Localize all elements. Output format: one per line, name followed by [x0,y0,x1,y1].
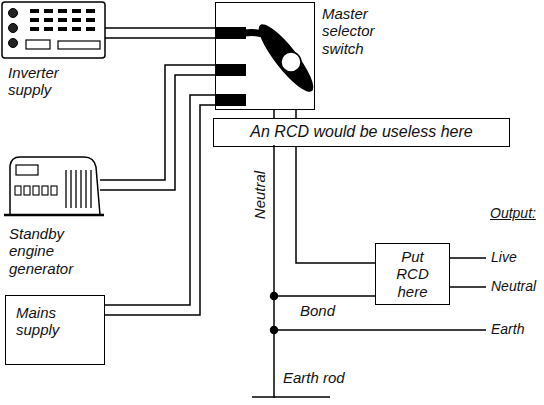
bond-wire [274,295,375,297]
node-text: Put RCD here [391,248,435,300]
switch-lever [251,18,320,98]
generator-button [51,186,57,195]
panel-mark [44,27,53,31]
panel-mark [44,9,53,13]
panel-mark [72,9,81,13]
wire [105,27,215,29]
grille-bar [65,170,66,208]
live-stub [295,110,297,118]
panel-mark [86,27,95,31]
grille-bar [90,170,91,208]
inverter-unit [2,2,105,58]
neutral-stub [273,110,275,118]
panel-mark [86,18,95,22]
wire [105,95,215,305]
grille-bar [75,170,76,208]
switch-box: Master selector switch [215,2,315,110]
inverter-node: Inverter supply [2,2,105,102]
node-text: Standby engine generator [9,225,89,277]
inverter-indicator [9,39,18,48]
panel-mark [86,9,95,13]
switch-terminal [216,64,246,76]
inverter-display [58,41,100,49]
inverter-panel-marks [26,9,95,49]
node-text: Master selector switch [322,5,397,57]
output-wiring [252,110,486,398]
supply-box: Mains supply [5,295,105,365]
panel-mark [58,27,67,31]
junction-dot [271,327,278,334]
warning-band: An RCD would be useless here [213,118,510,147]
output-label: Neutral [491,278,536,294]
generator-button [15,186,21,195]
panel-mark [30,9,39,13]
generator-base [4,214,104,217]
selector-switch-mechanism [216,18,321,106]
panel-mark [30,18,39,22]
panel-mark [26,40,50,49]
rcd-box: Put RCD here [375,243,450,305]
supply-wire [105,28,215,38]
wire [296,147,375,263]
earth-wire [274,329,486,331]
generator-button [33,186,39,195]
output-heading: Output: [490,205,536,221]
node-text: Mains supply [16,304,74,339]
output-label: Live [491,249,517,265]
wire [100,65,215,180]
output-label: Earth [491,321,524,337]
node-text: An RCD would be useless here [250,123,472,141]
panel-mark [58,9,67,13]
neutral-wire [273,145,275,398]
generator-case [10,157,100,215]
wire [105,105,215,315]
panel-mark [58,18,67,22]
generator-unit [4,157,104,215]
wire [105,37,215,39]
node-text: Inverter supply [8,64,78,99]
panel-mark [30,27,39,31]
panel-mark [72,27,81,31]
neutral-output-wire [450,286,486,288]
earth-rod [252,396,330,398]
grille-bar [80,170,81,208]
wire-label: Bond [300,302,335,319]
inverter-case [2,2,105,58]
switch-terminal [216,94,246,106]
panel-mark [72,18,81,22]
wire [100,75,215,190]
generator-panel [16,165,38,175]
inverter-indicator [9,24,18,33]
inverter-indicator [9,9,18,18]
part-label: Earth rod [283,369,345,386]
generator-button [42,186,48,195]
generator-button [24,186,30,195]
grille-bar [85,170,86,208]
supply-wire [100,65,215,190]
supply-wire [105,95,215,315]
wire-label: Neutral [251,171,268,219]
junction-dot [271,293,278,300]
generator-node: Standby engine generator [5,155,100,273]
switch-pivot [281,52,301,72]
grille-bar [70,170,71,208]
generator-grille [15,170,91,208]
live-output-wire [450,257,486,259]
supply-wire [296,147,375,263]
panel-mark [44,18,53,22]
